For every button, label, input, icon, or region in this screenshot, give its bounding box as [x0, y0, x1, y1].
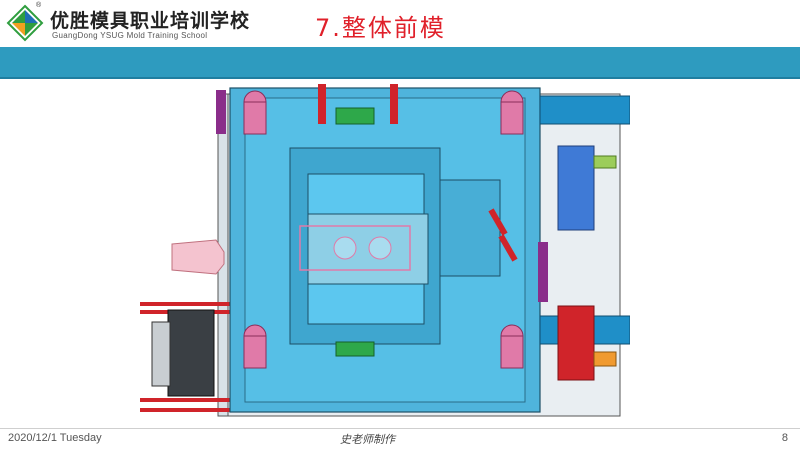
slide-title: 7.整体前模	[315, 14, 446, 42]
slide-header: ® 优胜模具职业培训学校 GuangDong YSUG Mold Trainin…	[0, 0, 800, 48]
header-band	[0, 47, 800, 77]
guide-pillar-body-tl	[243, 101, 267, 135]
right-slide	[439, 179, 501, 277]
pink-part-outline	[299, 225, 411, 271]
guide-pillar-body-br	[500, 335, 524, 369]
top-red-rod-left	[318, 84, 326, 124]
school-logo-icon	[6, 4, 44, 42]
page-number: 8	[781, 432, 788, 444]
left-pink-coupling	[171, 239, 225, 275]
left-red-rod-1	[140, 302, 235, 306]
guide-pillar-body-bl	[243, 335, 267, 369]
mold-figure	[140, 84, 630, 417]
slide-date: 2020/12/1 Tuesday	[8, 432, 102, 444]
right-valve-fitting-top	[593, 155, 617, 169]
header-band-divider	[0, 77, 800, 79]
left-red-rod-4	[140, 408, 235, 412]
school-name-cn: 优胜模具职业培训学校	[50, 10, 251, 32]
footer-divider	[0, 428, 800, 429]
part-circle-left	[333, 236, 357, 260]
registered-mark: ®	[36, 2, 42, 9]
school-name-en: GuangDong YSUG Mold Training School	[52, 31, 208, 40]
left-dark-block	[167, 309, 215, 397]
purple-block-left	[216, 90, 226, 134]
slide-author: 史老师制作	[340, 433, 395, 446]
right-slide-red-pin-2	[498, 234, 518, 262]
right-valve-block-top	[557, 145, 595, 231]
purple-block-right	[538, 242, 548, 302]
right-valve-fitting-bottom	[593, 351, 617, 367]
right-valve-block-bottom	[557, 305, 595, 381]
left-dark-block-face	[151, 321, 171, 387]
left-red-rod-3	[140, 398, 235, 402]
right-slide-red-pin-1	[488, 208, 508, 236]
top-green-block	[335, 107, 375, 125]
guide-pillar-body-tr	[500, 101, 524, 135]
right-cylinder-top	[539, 95, 630, 125]
bottom-green-block	[335, 341, 375, 357]
part-circle-right	[368, 236, 392, 260]
top-red-rod-right	[390, 84, 398, 124]
